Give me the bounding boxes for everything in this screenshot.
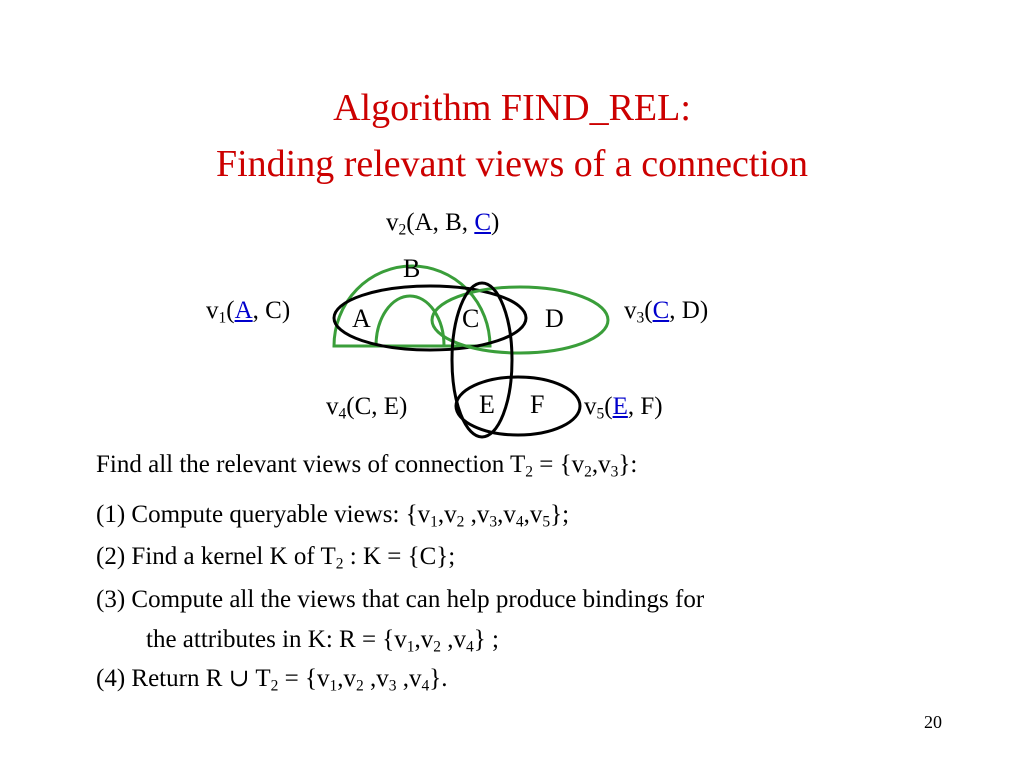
v3-ellipse [430, 285, 610, 355]
node-F: F [530, 390, 545, 419]
v2-green-arch [374, 294, 446, 347]
label-v1: v1(A, C) [206, 297, 291, 327]
node-A: A [352, 304, 371, 333]
title-line-1: Algorithm FIND_REL: [333, 87, 691, 129]
label-v2: v2(A, B, C) [386, 209, 500, 239]
step-1: (1) Compute queryable views: {v1,v2 ,v3,… [96, 501, 570, 531]
step-2: (2) Find a kernel K of T2 : K = {C}; [96, 543, 456, 573]
step-3-line-1: (3) Compute all the views that can help … [96, 586, 705, 613]
v5-ellipse [454, 375, 582, 437]
v4-ellipse [450, 281, 514, 439]
label-v5: v5(E, F) [584, 393, 663, 423]
union-symbol: ∪ [228, 665, 250, 692]
step-3-line-2: the attributes in K: R = {v1,v2 ,v4} ; [146, 626, 499, 656]
v1-green-dome [332, 264, 492, 348]
v1-ellipse [332, 284, 528, 352]
step-4: (4) Return R ∪ T2 = {v1,v2 ,v3 ,v4}. [96, 665, 448, 695]
node-B: B [403, 254, 421, 283]
node-C: C [462, 304, 480, 333]
intro-line: Find all the relevant views of connectio… [96, 451, 638, 481]
page-number: 20 [924, 712, 942, 732]
node-D: D [545, 304, 564, 333]
label-v4: v4(C, E) [326, 393, 408, 423]
label-v3: v3(C, D) [624, 297, 709, 327]
title-line-2: Finding relevant views of a connection [215, 143, 808, 185]
node-E: E [479, 390, 495, 419]
